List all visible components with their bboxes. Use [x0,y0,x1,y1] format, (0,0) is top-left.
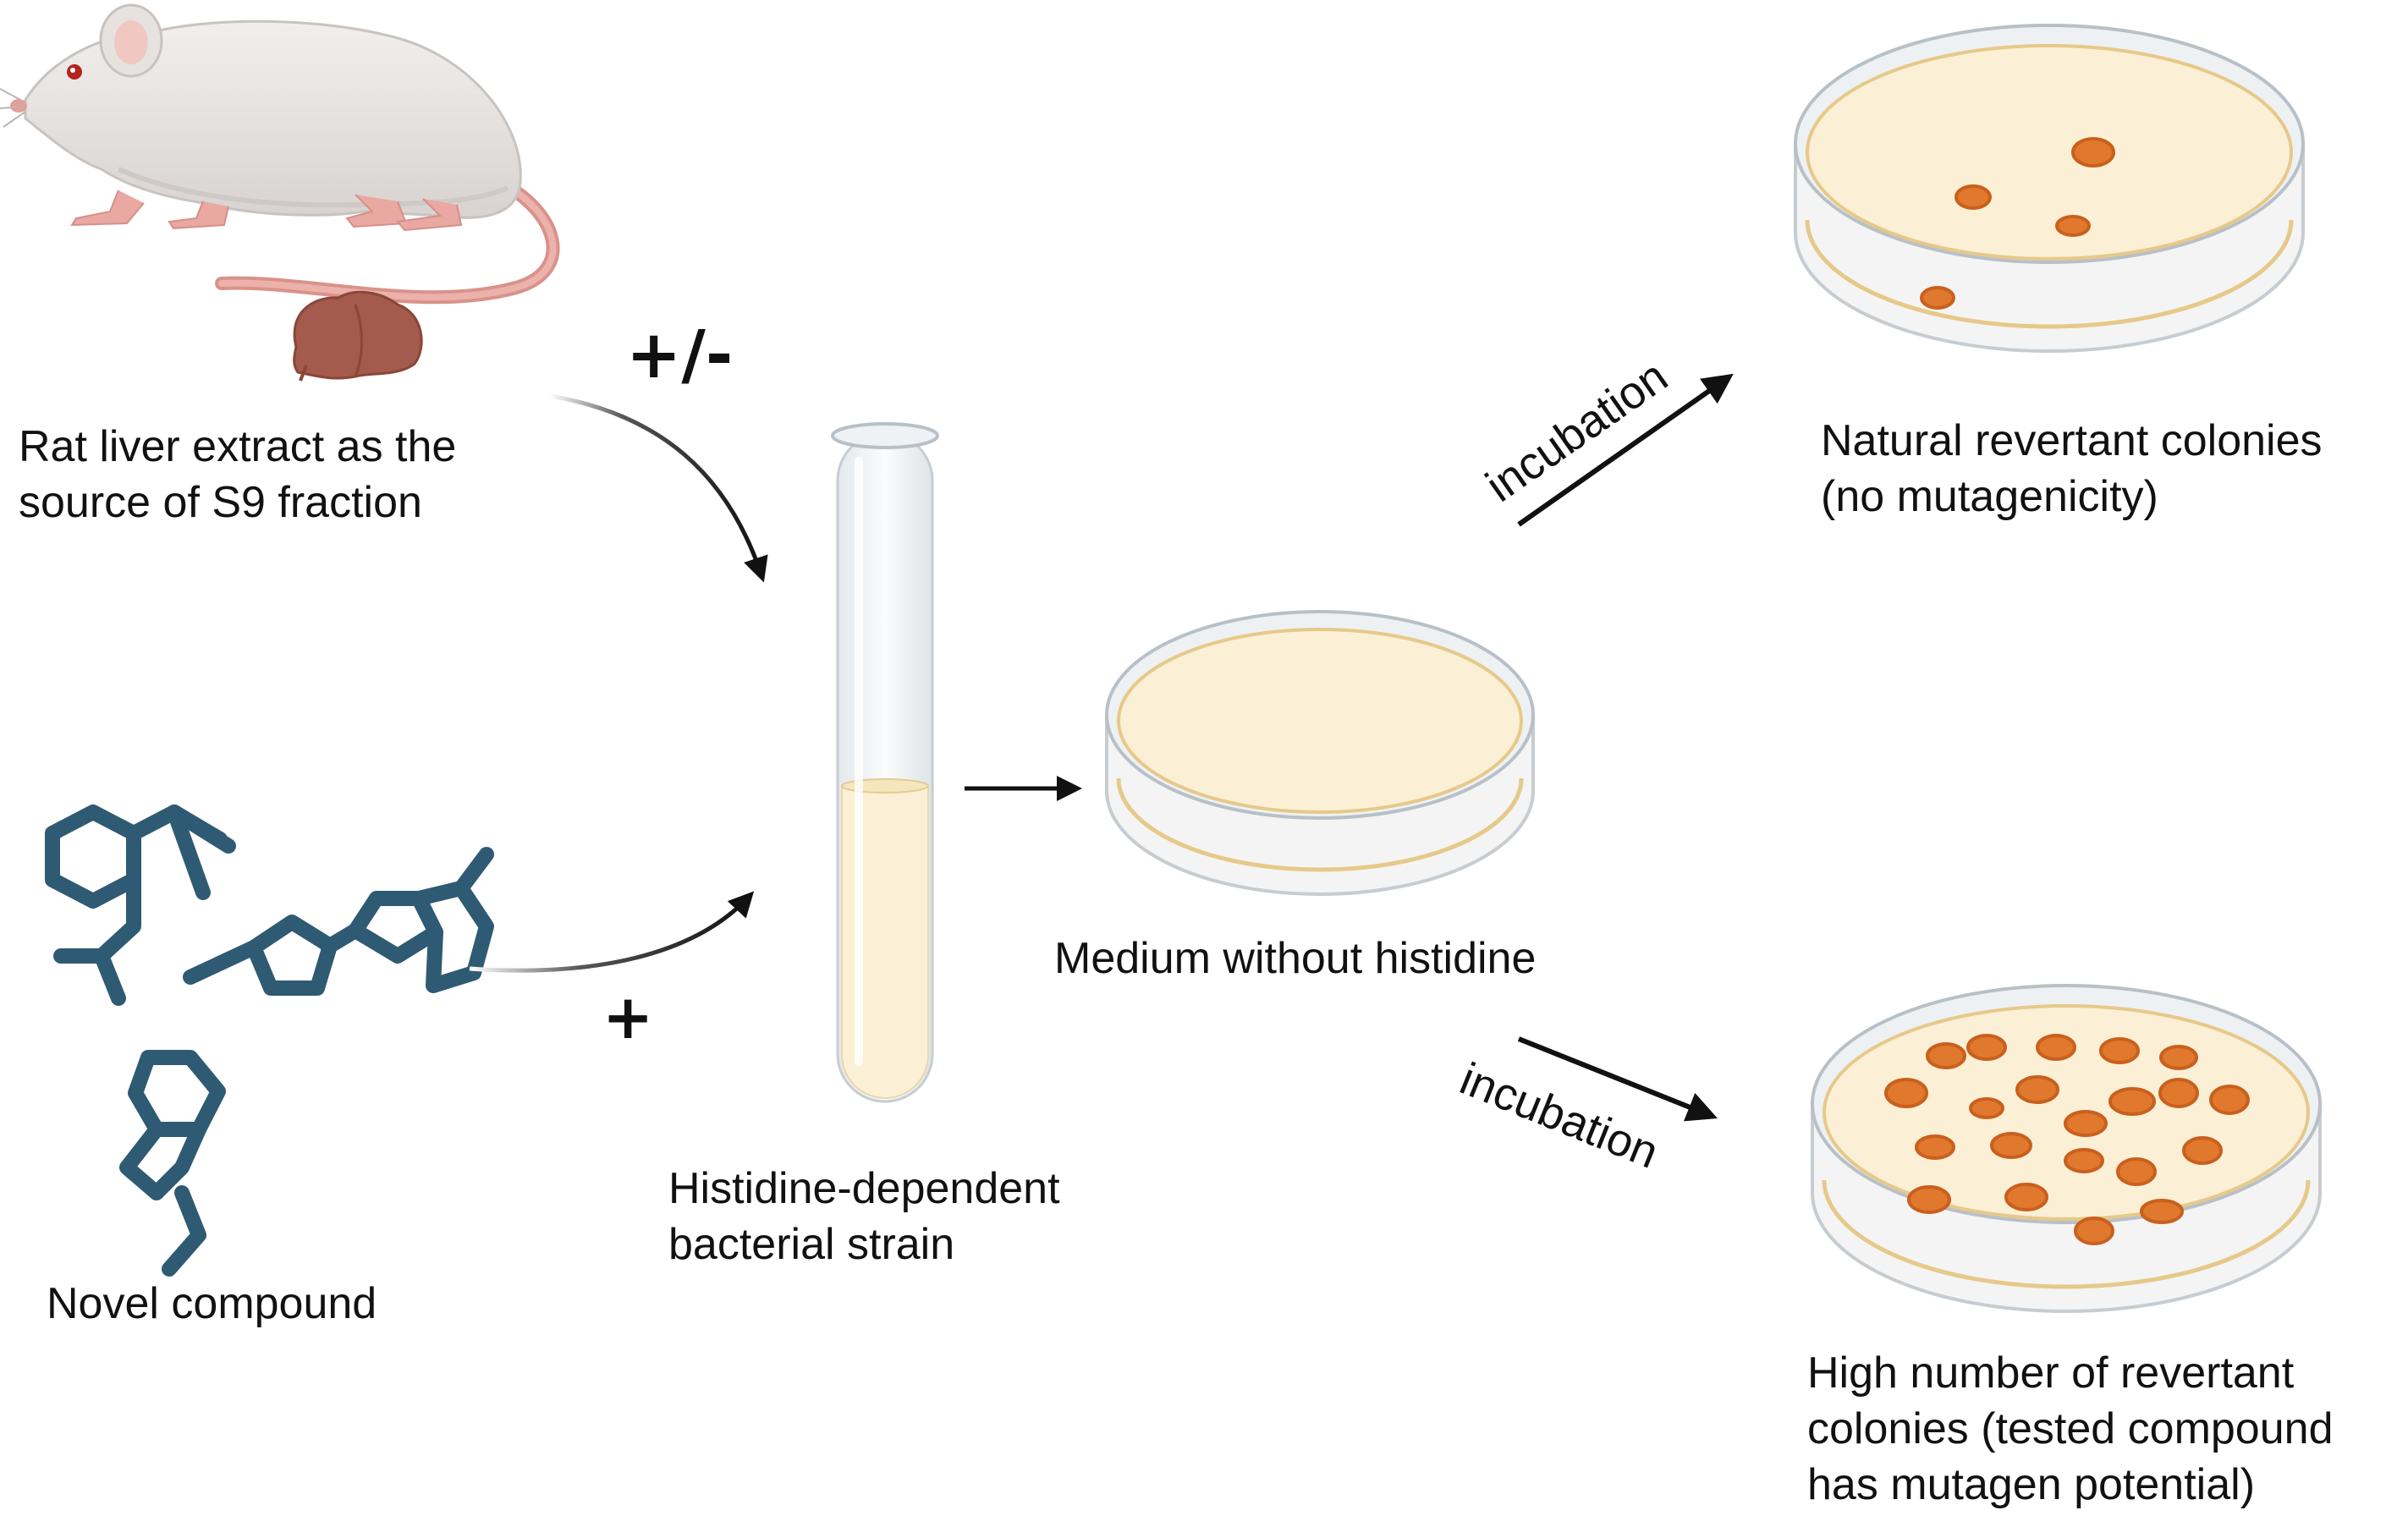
colony [1954,184,1992,210]
petri-dish-icon [1105,610,1535,896]
petri-dish-icon [1794,24,2305,353]
s9-arrow [549,393,768,583]
rat-label-line1: Rat liver extract as the [19,422,457,471]
colony [2004,1183,2048,1211]
incubation-bottom-arrow [1517,1036,1718,1122]
colony [2209,1085,2250,1115]
colony [2159,1045,2198,1070]
rat-label: Rat liver extract as the source of S9 fr… [19,419,456,530]
medium-label: Medium without histidine [1054,934,1537,983]
tube-label: Histidine-dependent bacterial strain [668,1161,1060,1272]
colony [2074,1217,2114,1245]
plus-sign: + [602,981,654,1052]
colony [2064,1110,2108,1137]
colony [1926,1042,1966,1069]
colony [1990,1132,2032,1159]
colony [1915,1134,1955,1160]
plus-minus-sign: +/- [626,317,734,393]
colony [2182,1136,2223,1165]
colony [2015,1075,2059,1104]
high-label-line3: has mutagen potential) [1807,1460,2256,1509]
colony [2036,1034,2076,1061]
colony [2071,137,2115,168]
colony [2116,1157,2157,1186]
colony [2108,1087,2156,1116]
rat-label-line2: source of S9 fraction [19,478,422,527]
natural-label-line2: (no mutagenicity) [1821,472,2158,521]
rat-icon [0,3,560,305]
colony [2140,1199,2184,1224]
colony [1920,286,1955,310]
compound-arrow [469,891,755,973]
colony [2099,1037,2140,1064]
colony [1907,1185,1951,1214]
colony [1969,1097,2004,1119]
liver-icon [293,290,423,382]
natural-label-line1: Natural revertant colonies [1821,416,2323,465]
high-label-line1: High number of revertant [1807,1348,2295,1398]
colony [1884,1078,1928,1108]
natural-revertant-label: Natural revertant colonies (no mutagenic… [1821,413,2323,525]
tube-label-line1: Histidine-dependent [668,1164,1060,1213]
molecule-icon [45,805,494,1277]
test-tube-icon [831,422,939,1103]
tube-label-line2: bacterial strain [668,1220,955,1269]
colony [2055,215,2091,237]
incubation-top-arrow [1517,373,1734,527]
colony [2158,1078,2199,1108]
petri-dish-icon [1811,984,2322,1313]
high-revertant-label: High number of revertant colonies (teste… [1807,1345,2334,1513]
colony [1966,1034,2007,1061]
compound-label: Novel compound [47,1279,377,1328]
colony [2064,1148,2104,1173]
high-label-line2: colonies (tested compound [1807,1404,2334,1453]
